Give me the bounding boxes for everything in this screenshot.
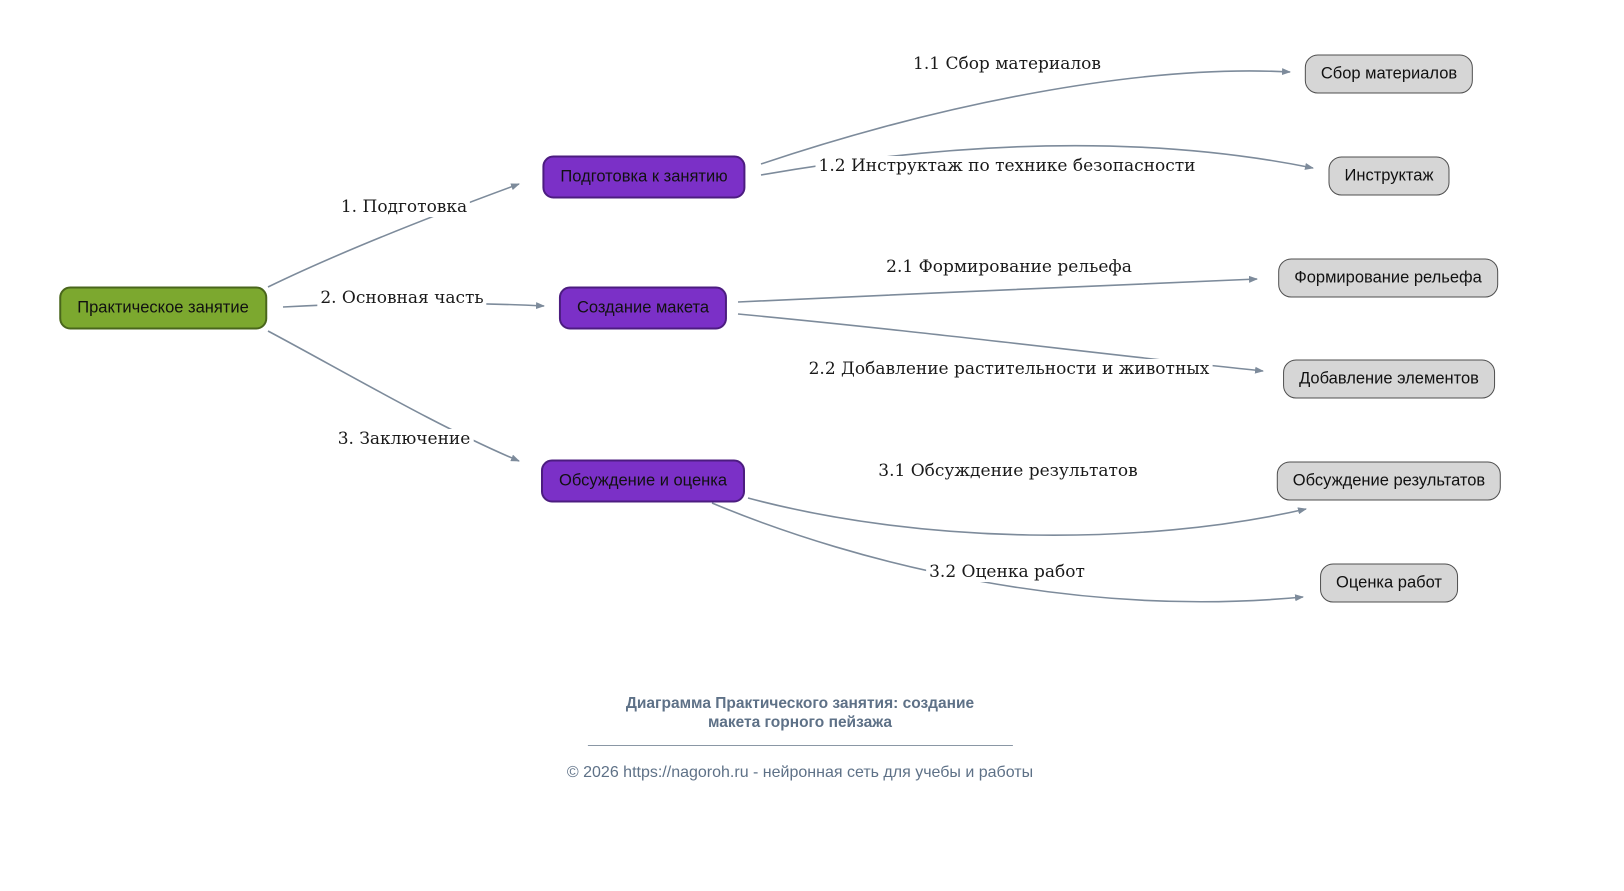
edge-stage2-to-leaf21	[737, 275, 1258, 303]
node-stage-preparation: Подготовка к занятию	[542, 155, 746, 199]
footer-divider	[587, 745, 1013, 746]
node-stage-conclusion: Обсуждение и оценка	[540, 459, 746, 503]
edge-stage3-to-leaf31	[747, 497, 1307, 537]
diagram-title-line2: макета горного пейзажа	[707, 714, 893, 731]
node-leaf-briefing: Инструктаж	[1328, 156, 1450, 196]
node-leaf-grading: Оценка работ	[1320, 563, 1458, 603]
edge-root-to-stage3	[267, 330, 520, 462]
copyright-text: © 2026 https://nagoroh.ru - нейронная се…	[566, 764, 1034, 781]
edge-label-3: 3. Заключение	[334, 429, 474, 449]
edge-label-1: 1. Подготовка	[337, 197, 471, 217]
node-leaf-materials: Сбор материалов	[1304, 54, 1474, 94]
diagram-title: Диаграмма Практического занятия: создани…	[567, 694, 1033, 732]
diagram-footer: Диаграмма Практического занятия: создани…	[567, 694, 1033, 782]
edge-label-2: 2. Основная часть	[317, 288, 487, 308]
node-leaf-discussion: Обсуждение результатов	[1276, 461, 1502, 501]
edge-label-3-2: 3.2 Оценка работ	[926, 562, 1088, 582]
node-stage-main: Создание макета	[558, 286, 728, 330]
node-leaf-relief: Формирование рельефа	[1278, 258, 1498, 298]
edge-stage1-to-leaf11	[760, 68, 1291, 165]
edge-label-1-1: 1.1 Сбор материалов	[910, 54, 1104, 74]
edge-root-to-stage1	[267, 183, 520, 288]
edge-stage3-to-leaf32	[711, 502, 1304, 603]
node-leaf-elements: Добавление элементов	[1283, 359, 1495, 399]
edge-label-1-2: 1.2 Инструктаж по технике безопасности	[815, 156, 1199, 176]
edge-label-2-2: 2.2 Добавление растительности и животных	[805, 359, 1213, 379]
edge-label-2-1: 2.1 Формирование рельефа	[883, 257, 1135, 277]
node-root: Практическое занятие	[59, 286, 267, 330]
edge-label-3-1: 3.1 Обсуждение результатов	[875, 461, 1141, 481]
diagram-title-line1: Диаграмма Практического занятия: создани…	[625, 695, 975, 712]
